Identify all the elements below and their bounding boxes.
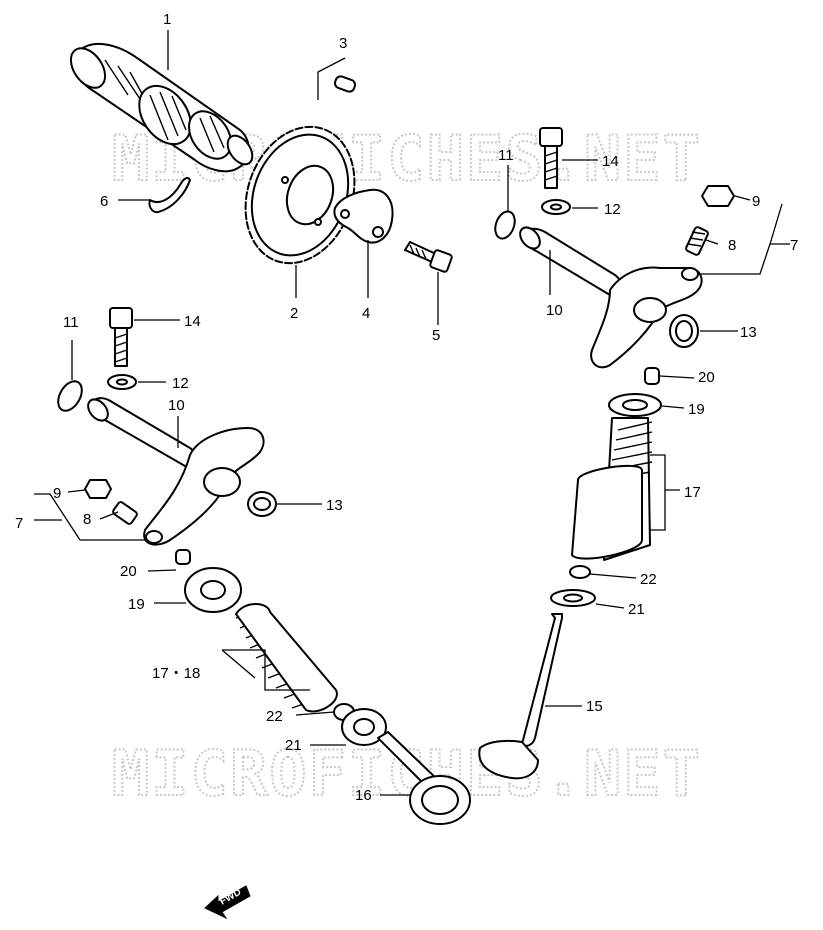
callout-1: 1: [163, 11, 171, 28]
camshaft: [69, 42, 254, 173]
callout-21a: 21: [628, 601, 645, 618]
callout-6: 6: [100, 193, 108, 210]
callout-16: 16: [355, 787, 372, 804]
callout-3: 3: [339, 35, 347, 52]
rocker-assembly-right: [494, 127, 735, 369]
watermark-bottom: MICROFICHES.NET: [112, 737, 702, 810]
callout-12b: 12: [604, 201, 621, 218]
valve-train-left: [175, 549, 471, 825]
callout-19b: 19: [128, 596, 145, 613]
callout-8a: 8: [83, 511, 91, 528]
callout-22a: 22: [640, 571, 657, 588]
callout-15: 15: [586, 698, 603, 715]
callout-21b: 21: [285, 737, 302, 754]
cam-plate: [333, 188, 394, 244]
callout-19a: 19: [688, 401, 705, 418]
callout-11b: 11: [498, 147, 514, 164]
callout-14b: 14: [602, 153, 619, 170]
valve-train-right: [478, 367, 662, 780]
callout-14a: 14: [184, 313, 201, 330]
callout-10a: 10: [168, 397, 185, 414]
callout-8b: 8: [728, 237, 736, 254]
callout-7b: 7: [790, 237, 798, 254]
callout-9a: 9: [53, 485, 61, 502]
callout-20a: 20: [698, 369, 715, 386]
callout-22b: 22: [266, 708, 283, 725]
dowel-pin: [333, 75, 357, 93]
callout-1718: 17・18: [152, 665, 200, 682]
sprocket-bolt: [404, 241, 453, 273]
callout-12a: 12: [172, 375, 189, 392]
callout-10b: 10: [546, 302, 563, 319]
callout-2: 2: [290, 305, 298, 322]
callout-17a: 17: [684, 484, 701, 501]
rocker-assembly-left: [57, 307, 277, 546]
retaining-clip: [148, 176, 191, 214]
callout-13b: 13: [740, 324, 757, 341]
cam-sprocket: [244, 125, 356, 265]
callout-5: 5: [432, 327, 440, 344]
callout-20b: 20: [120, 563, 137, 580]
callout-11a: 11: [63, 314, 79, 331]
fwd-arrow: FWD: [204, 885, 251, 920]
callout-4: 4: [362, 305, 370, 322]
leader-lines: [34, 30, 790, 796]
callout-13a: 13: [326, 497, 343, 514]
callout-7a: 7: [15, 515, 23, 532]
callout-9b: 9: [752, 193, 760, 210]
